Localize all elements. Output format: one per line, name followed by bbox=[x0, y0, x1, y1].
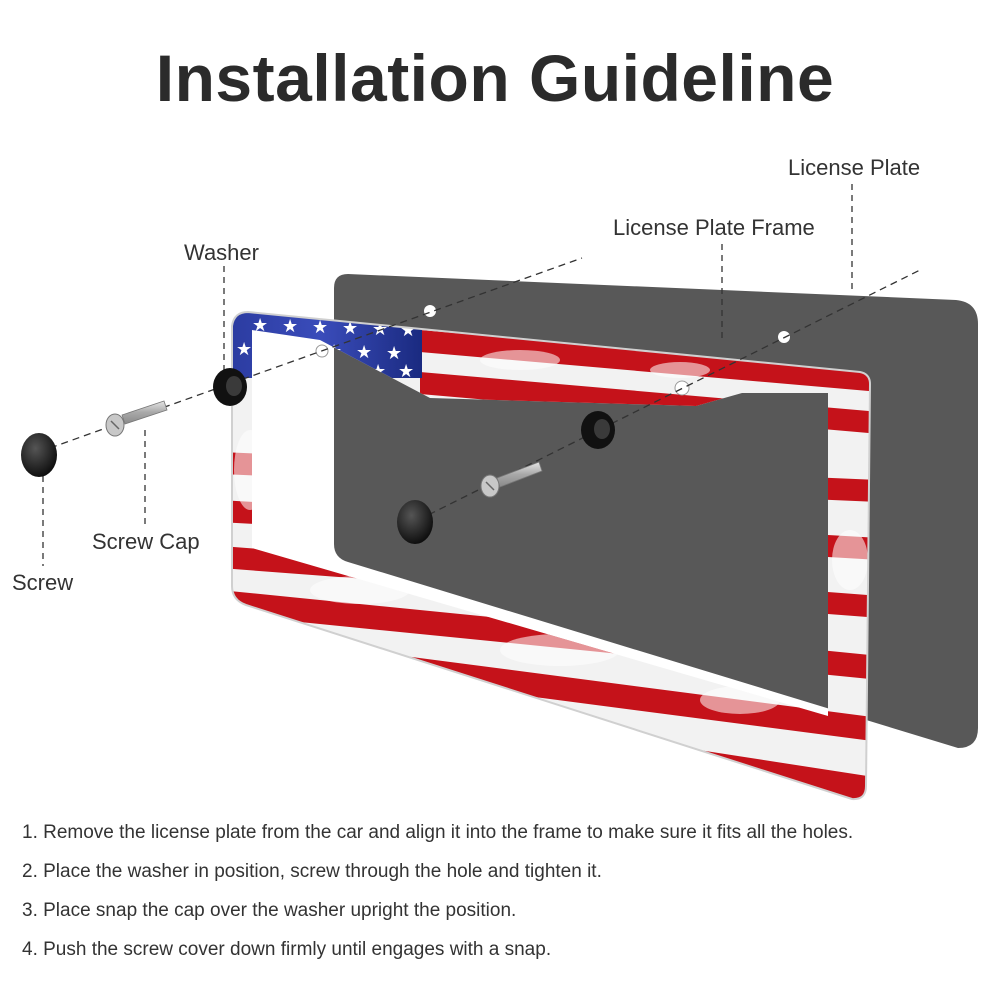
plate-hole bbox=[424, 305, 436, 317]
svg-text:★: ★ bbox=[398, 361, 414, 382]
svg-text:★: ★ bbox=[356, 342, 372, 363]
step-item: 4. Push the screw cover down firmly unti… bbox=[22, 939, 552, 960]
label-license-plate-frame: License Plate Frame bbox=[613, 215, 815, 240]
svg-text:★: ★ bbox=[252, 315, 268, 336]
washer-left bbox=[213, 368, 247, 406]
label-screw-cap: Screw Cap bbox=[92, 529, 200, 554]
svg-text:★: ★ bbox=[266, 339, 282, 360]
svg-text:★: ★ bbox=[312, 317, 328, 338]
screw-left bbox=[105, 400, 168, 437]
frame-edge bbox=[231, 310, 872, 801]
label-license-plate: License Plate bbox=[788, 155, 921, 180]
svg-text:★: ★ bbox=[236, 339, 252, 360]
page-title: Installation Guideline bbox=[155, 41, 835, 115]
frame-hole bbox=[674, 380, 690, 396]
washer-right bbox=[581, 411, 615, 449]
label-washer: Washer bbox=[184, 240, 259, 265]
svg-text:★: ★ bbox=[282, 316, 298, 337]
screw-right bbox=[480, 461, 543, 498]
screw-cap-left bbox=[21, 433, 57, 477]
step-item: 3. Place snap the cap over the washer up… bbox=[22, 900, 517, 921]
instruction-steps: 1. Remove the license plate from the car… bbox=[22, 822, 853, 978]
svg-text:★: ★ bbox=[386, 343, 402, 364]
step-item: 1. Remove the license plate from the car… bbox=[22, 822, 854, 843]
step-item: 2. Place the washer in position, screw t… bbox=[22, 861, 602, 882]
axis-line-lower bbox=[417, 269, 921, 521]
label-screw: Screw bbox=[12, 570, 74, 595]
screw-cap-right bbox=[397, 500, 433, 544]
axis-line-upper bbox=[49, 257, 583, 449]
plate-hole bbox=[778, 331, 790, 343]
